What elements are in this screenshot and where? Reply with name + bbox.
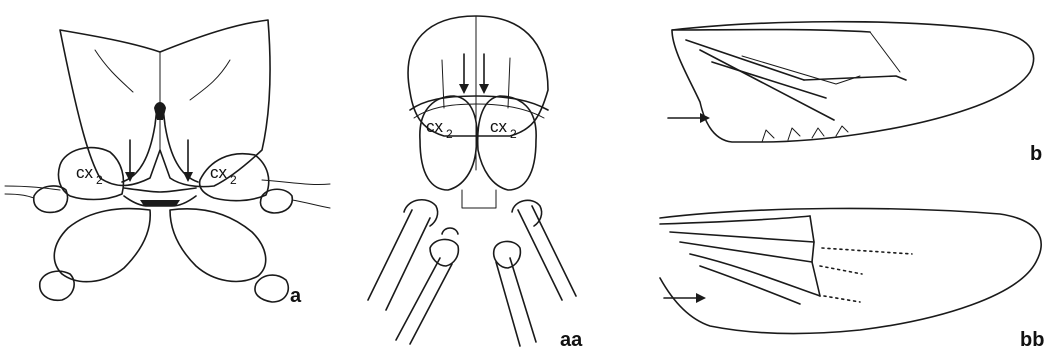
panel-bb-drawing [660,208,1041,333]
panel-aa-drawing [368,16,576,346]
panel-a-coxa-right-label: cx [210,163,228,182]
panel-aa-coxa-left-label: cx [426,117,444,136]
panel-a-coxa-left-subscript: 2 [96,173,103,187]
panel-a-coxa-left-label: cx [76,163,94,182]
panel-b-drawing [668,22,1034,142]
panel-aa-coxa-left-subscript: 2 [446,127,453,141]
panel-a-coxa-right-subscript: 2 [230,173,237,187]
panel-b-label: b [1030,143,1042,165]
panel-aa-label: aa [560,329,583,351]
panel-bb-label: bb [1020,329,1044,351]
panel-a-drawing [5,20,330,302]
panel-a-label: a [290,285,302,307]
panel-aa-coxa-right-label: cx [490,117,508,136]
panel-aa-coxa-right-subscript: 2 [510,127,517,141]
